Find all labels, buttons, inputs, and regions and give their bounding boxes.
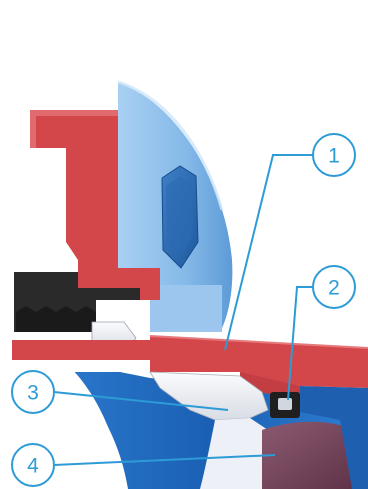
callout-leader-4 [53, 454, 276, 466]
housing-red-highlight [30, 110, 118, 148]
callout-leader-1 [224, 154, 313, 351]
red-liner-plate [12, 336, 368, 388]
callout-leader-2 [287, 286, 313, 401]
callout-number-2: 2 [328, 277, 340, 300]
hex-nut-face [166, 176, 193, 256]
flange-body-rim [117, 80, 224, 211]
red-liner-top-edge [149, 335, 368, 349]
valve-disc [262, 421, 360, 489]
callout-leader-3 [53, 391, 229, 411]
callout-number-4: 4 [27, 455, 39, 478]
callout-layer: 1 2 3 4 [11, 133, 356, 487]
seal-ring-core [278, 398, 292, 410]
red-seat-channel [240, 372, 300, 410]
callout-number-1: 1 [328, 145, 340, 168]
housing-red [30, 110, 160, 300]
callout-circle-2 [312, 265, 356, 309]
white-seat-tail [200, 418, 268, 489]
callout-number-3: 3 [27, 382, 39, 405]
bolt-shank [150, 285, 222, 332]
callout-circle-4 [11, 443, 55, 487]
callout-circle-3 [11, 370, 55, 414]
right-housing [300, 386, 368, 489]
callout-circle-1 [312, 133, 356, 177]
black-gasket-teeth [16, 306, 96, 332]
